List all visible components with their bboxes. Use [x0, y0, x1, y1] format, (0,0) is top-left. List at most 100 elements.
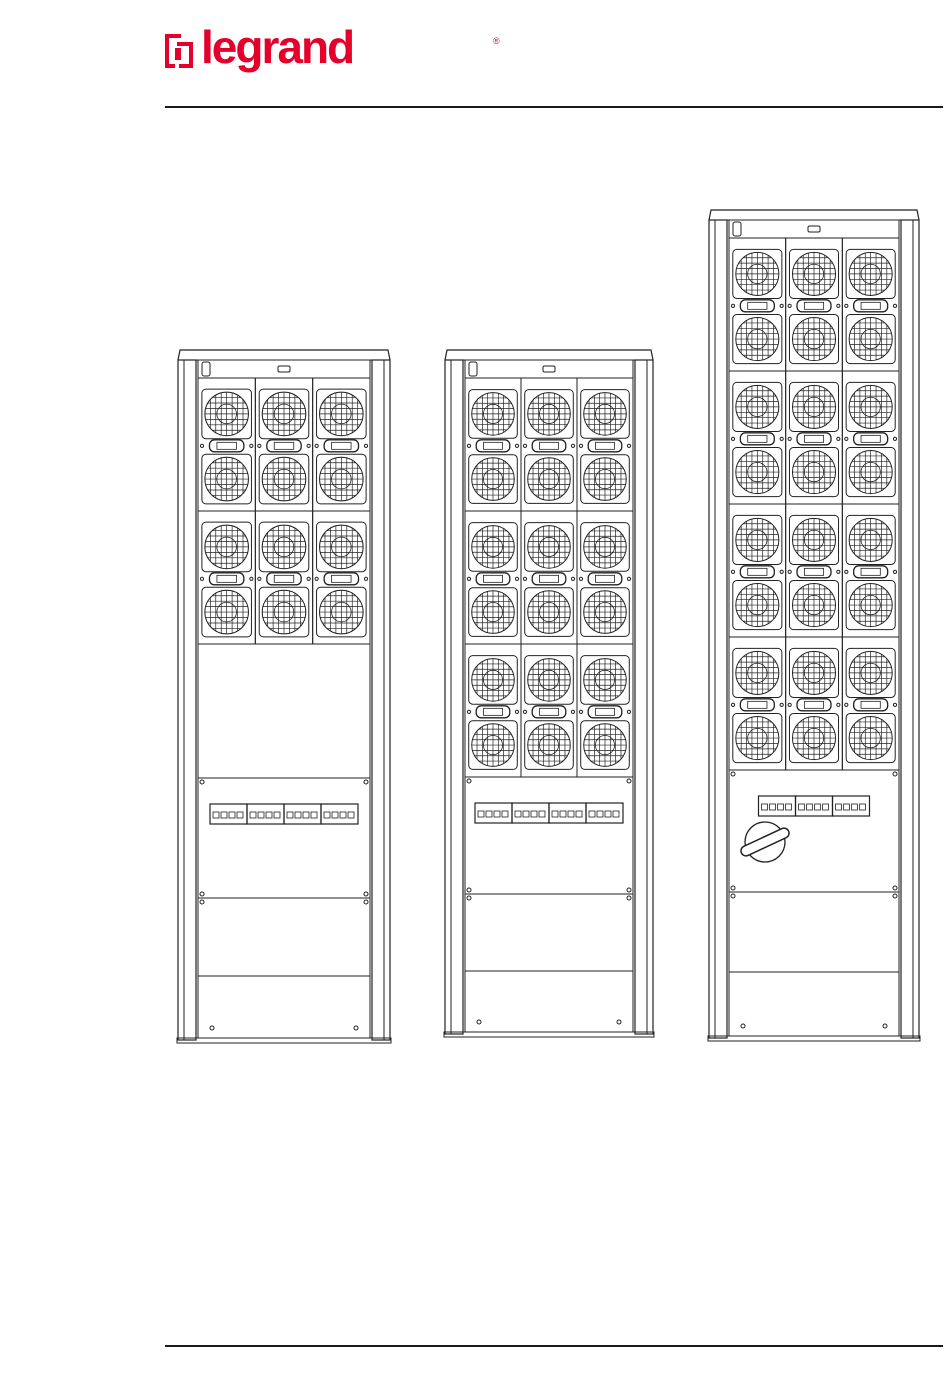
bottom-panel — [729, 972, 899, 1036]
lower-panel — [729, 892, 899, 972]
cabinet-base — [444, 1032, 654, 1037]
breaker-toggle — [836, 804, 842, 810]
module-handle — [797, 699, 831, 711]
module-screw — [788, 570, 791, 573]
module-screw — [780, 703, 783, 706]
module-label-slot — [595, 575, 614, 582]
module-screw — [780, 437, 783, 440]
module-screw — [845, 304, 848, 307]
module-handle — [588, 440, 622, 452]
module-screw — [837, 437, 840, 440]
module-screw — [837, 703, 840, 706]
footer-rule — [165, 1345, 943, 1347]
rotary-switch-handle — [739, 826, 790, 857]
cabinet-right-post — [901, 220, 919, 1038]
breaker-toggle — [860, 804, 866, 810]
module-screw — [467, 444, 470, 447]
breaker-toggle — [778, 804, 784, 810]
cabinet-drawing-2 — [443, 348, 655, 1038]
module-label-slot — [804, 302, 823, 309]
display-switch-icon — [733, 222, 741, 236]
panel-screw — [467, 779, 471, 783]
cabinet-right-post — [635, 360, 653, 1034]
module-handle — [854, 566, 888, 578]
panel-screw — [477, 1020, 481, 1024]
breaker-toggle — [613, 811, 619, 817]
breaker-toggle — [324, 812, 330, 818]
module-screw — [788, 304, 791, 307]
panel-screw — [627, 888, 631, 892]
module-handle — [588, 706, 622, 718]
module-screw — [571, 710, 574, 713]
breaker-toggle — [348, 812, 354, 818]
module-screw — [467, 577, 470, 580]
module-screw — [788, 703, 791, 706]
module-screw — [579, 577, 582, 580]
module-screw — [731, 304, 734, 307]
panel-screw — [200, 892, 204, 896]
breaker-toggle — [852, 804, 858, 810]
module-screw — [845, 703, 848, 706]
comm-port-icon — [278, 366, 290, 372]
module-label-slot — [748, 701, 767, 708]
module-label-slot — [539, 575, 558, 582]
module-label-slot — [748, 302, 767, 309]
module-handle — [476, 706, 510, 718]
module-label-slot — [539, 442, 558, 449]
module-label-slot — [483, 575, 502, 582]
panel-screw — [627, 779, 631, 783]
module-screw — [515, 710, 518, 713]
breaker-toggle — [560, 811, 566, 817]
panel-screw — [731, 886, 735, 890]
circuit-breaker — [512, 803, 549, 823]
module-label-slot — [274, 575, 293, 582]
breaker-toggle — [576, 811, 582, 817]
panel-screw — [354, 1026, 358, 1030]
circuit-breaker — [321, 804, 358, 824]
module-screw — [579, 444, 582, 447]
module-screw — [258, 444, 261, 447]
module-label-slot — [804, 435, 823, 442]
breaker-toggle — [237, 812, 243, 818]
breaker-toggle — [844, 804, 850, 810]
circuit-breaker — [210, 804, 247, 824]
breaker-panel — [729, 770, 899, 892]
breaker-toggle — [605, 811, 611, 817]
circuit-breaker — [284, 804, 321, 824]
panel-screw — [617, 1020, 621, 1024]
comm-port-icon — [808, 226, 820, 232]
comm-port-icon — [543, 366, 555, 372]
panel-screw — [893, 886, 897, 890]
module-screw — [893, 703, 896, 706]
breaker-toggle — [311, 812, 317, 818]
module-screw — [200, 577, 203, 580]
breaker-toggle — [340, 812, 346, 818]
breaker-toggle — [295, 812, 301, 818]
module-screw — [315, 444, 318, 447]
module-label-slot — [332, 442, 351, 449]
cabinet-top-cap — [178, 350, 390, 360]
module-label-slot — [483, 708, 502, 715]
breaker-toggle — [515, 811, 521, 817]
module-screw — [571, 577, 574, 580]
module-screw — [467, 710, 470, 713]
cabinet-left-post — [445, 360, 463, 1034]
module-label-slot — [539, 708, 558, 715]
module-handle — [740, 566, 774, 578]
module-screw — [731, 703, 734, 706]
breaker-toggle — [213, 812, 219, 818]
header-rule — [165, 106, 943, 108]
panel-screw — [364, 780, 368, 784]
breaker-toggle — [552, 811, 558, 817]
module-label-slot — [217, 442, 236, 449]
module-handle — [740, 699, 774, 711]
breaker-toggle — [823, 804, 829, 810]
module-label-slot — [861, 435, 880, 442]
module-screw — [788, 437, 791, 440]
panel-screw — [883, 1024, 887, 1028]
panel-screw — [467, 896, 471, 900]
module-handle — [854, 699, 888, 711]
panel-screw — [364, 900, 368, 904]
module-screw — [627, 710, 630, 713]
breaker-toggle — [287, 812, 293, 818]
